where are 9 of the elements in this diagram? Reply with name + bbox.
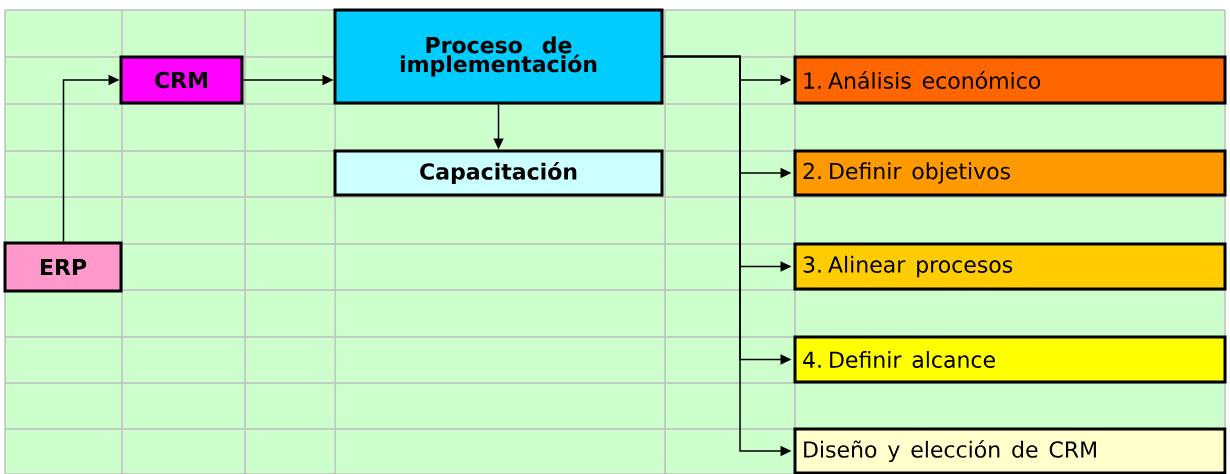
process-box: Proceso de implementación xyxy=(333,8,664,105)
system-box: CRM xyxy=(119,55,244,105)
training-box: Capacitación xyxy=(333,149,664,197)
step-box: 3. Alinear procesos xyxy=(793,242,1227,291)
step-box: Diseño y elección de CRM xyxy=(793,427,1227,474)
system-box: ERP xyxy=(3,241,123,293)
step-box: 1. Análisis económico xyxy=(793,55,1227,105)
step-box: 2. Definir objetivos xyxy=(793,149,1227,197)
step-box: 4. Definir alcance xyxy=(793,335,1227,384)
